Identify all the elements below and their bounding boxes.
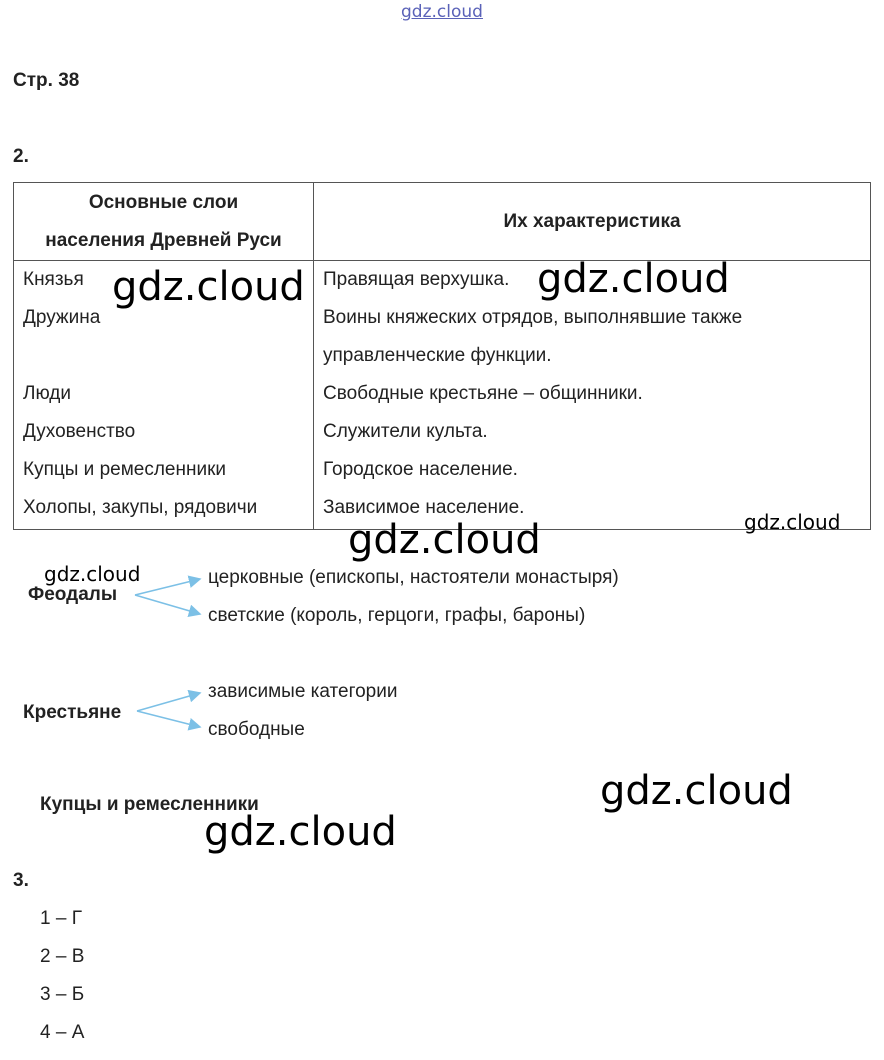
peasants-branch-free: свободные <box>208 719 305 740</box>
desc-4: Служители культа. <box>323 421 488 442</box>
desc-5: Городское население. <box>323 459 518 480</box>
layer-5: Купцы и ремесленники <box>23 459 227 480</box>
desc-2a: Воины княжеских отрядов, выполнявшие так… <box>323 307 743 328</box>
desc-2b: управленческие функции. <box>323 345 552 366</box>
merchants-label: Купцы и ремесленники <box>40 794 259 815</box>
feudals-branch-church: церковные (епископы, настоятели монастыр… <box>208 567 619 588</box>
answer-4: 4 – А <box>40 1022 85 1043</box>
population-table: Основные слои населения Древней Руси Их … <box>13 182 871 530</box>
watermark: gdz.cloud <box>204 809 397 855</box>
answer-3: 3 – Б <box>40 984 85 1005</box>
desc-3: Свободные крестьяне – общинники. <box>323 383 643 404</box>
task3-label: 3. <box>13 870 29 891</box>
feudals-label: Феодалы <box>28 584 118 605</box>
desc-6: Зависимое население. <box>323 497 525 518</box>
watermark: gdz.cloud <box>600 768 793 814</box>
arrow-feudals-church <box>134 575 202 596</box>
layer-3: Люди <box>23 383 72 404</box>
table-cell-layers: Князья Дружина Люди Духовенство Купцы и … <box>13 260 314 530</box>
peasants-label: Крестьяне <box>23 702 122 723</box>
arrow-feudals-secular <box>134 594 202 618</box>
watermark: gdz.cloud <box>537 256 730 302</box>
answer-2: 2 – В <box>40 946 85 967</box>
task2-label: 2. <box>13 146 29 167</box>
watermark-top-link[interactable]: gdz.cloud <box>401 2 483 22</box>
watermark: gdz.cloud <box>744 510 841 534</box>
answer-1: 1 – Г <box>40 908 82 929</box>
arrow-peasants-free <box>136 710 202 731</box>
table-cell-descriptions: Правящая верхушка. Воины княжеских отряд… <box>313 260 871 530</box>
layer-6: Холопы, закупы, рядовичи <box>23 497 258 518</box>
layer-2: Дружина <box>23 307 101 328</box>
arrow-peasants-dependent <box>136 689 202 712</box>
watermark: gdz.cloud <box>112 264 305 310</box>
table-row: Князья Дружина Люди Духовенство Купцы и … <box>13 260 871 530</box>
desc-1: Правящая верхушка. <box>323 269 510 290</box>
table-header-layer: Основные слои населения Древней Руси <box>13 182 314 261</box>
feudals-branch-secular: светские (король, герцоги, графы, бароны… <box>208 605 586 626</box>
layer-1: Князья <box>23 269 84 290</box>
layer-4: Духовенство <box>23 421 136 442</box>
peasants-branch-dependent: зависимые категории <box>208 681 398 702</box>
watermark: gdz.cloud <box>348 517 541 563</box>
watermark: gdz.cloud <box>44 562 141 586</box>
page-label: Стр. 38 <box>13 70 80 91</box>
